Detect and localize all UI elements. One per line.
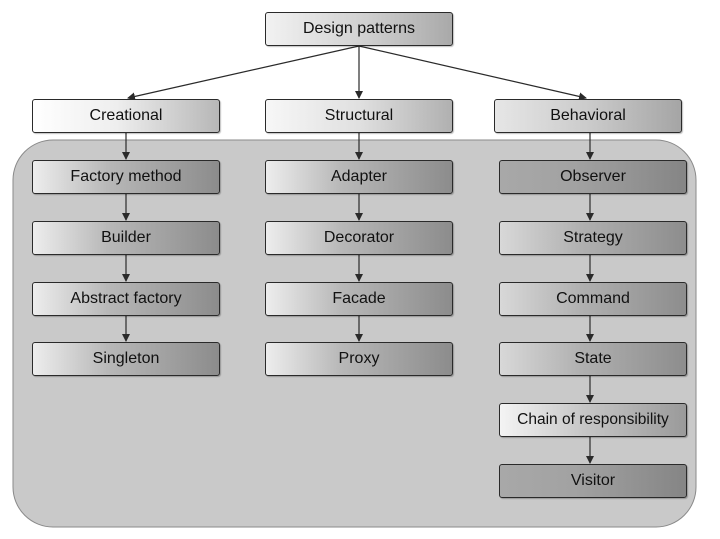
pattern-label: Abstract factory xyxy=(70,290,182,307)
pattern-label: Builder xyxy=(101,229,151,246)
root-to-behavioral-arrow xyxy=(358,45,587,101)
pattern-label: State xyxy=(574,350,612,367)
root-node: Design patterns xyxy=(265,12,453,46)
pattern-label: Strategy xyxy=(563,229,623,246)
pattern-label: Facade xyxy=(332,290,386,307)
pattern-label: Visitor xyxy=(570,472,616,489)
pattern-adapter: Adapter xyxy=(265,160,453,194)
pattern-proxy: Proxy xyxy=(265,342,453,376)
pattern-label: Chain of responsibility xyxy=(517,411,669,428)
category-structural: Structural xyxy=(265,99,453,133)
pattern-command: Command xyxy=(499,282,687,316)
category-label: Structural xyxy=(324,107,394,124)
pattern-label: Adapter xyxy=(330,168,388,185)
pattern-factory-method: Factory method xyxy=(32,160,220,194)
category-behavioral: Behavioral xyxy=(494,99,682,133)
pattern-label: Command xyxy=(556,290,630,307)
category-creational: Creational xyxy=(32,99,220,133)
pattern-label: Singleton xyxy=(92,350,160,367)
pattern-observer: Observer xyxy=(499,160,687,194)
pattern-label: Factory method xyxy=(70,168,182,185)
pattern-decorator: Decorator xyxy=(265,221,453,255)
pattern-chain-of-responsibility: Chain of responsibility xyxy=(499,403,687,437)
pattern-builder: Builder xyxy=(32,221,220,255)
category-label: Creational xyxy=(89,107,163,124)
category-label: Behavioral xyxy=(550,107,626,124)
pattern-facade: Facade xyxy=(265,282,453,316)
root-to-creational-arrow xyxy=(127,45,360,101)
pattern-state: State xyxy=(499,342,687,376)
root-label: Design patterns xyxy=(302,20,416,37)
pattern-label: Observer xyxy=(560,168,626,185)
pattern-label: Decorator xyxy=(323,229,395,246)
pattern-singleton: Singleton xyxy=(32,342,220,376)
pattern-abstract-factory: Abstract factory xyxy=(32,282,220,316)
pattern-label: Proxy xyxy=(338,350,380,367)
pattern-strategy: Strategy xyxy=(499,221,687,255)
pattern-visitor: Visitor xyxy=(499,464,687,498)
